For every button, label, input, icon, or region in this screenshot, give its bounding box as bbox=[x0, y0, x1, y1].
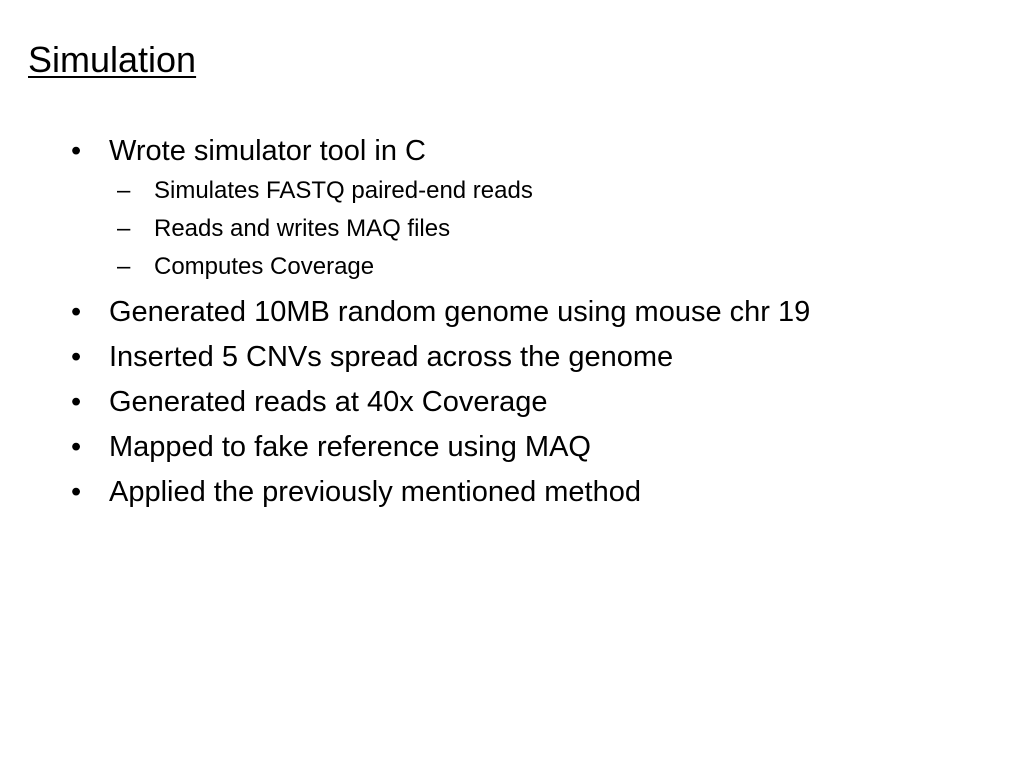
bullet-item-2: • Generated 10MB random genome using mou… bbox=[68, 294, 908, 331]
bullet-text: Wrote simulator tool in C bbox=[109, 135, 426, 167]
bullet-list: • Wrote simulator tool in C – Simulates … bbox=[68, 133, 908, 519]
sub-bullet-item-3: – Computes Coverage bbox=[109, 248, 908, 286]
bullet-item-1: • Wrote simulator tool in C – Simulates … bbox=[68, 133, 908, 286]
bullet-marker: • bbox=[71, 341, 82, 373]
bullet-item-3: • Inserted 5 CNVs spread across the geno… bbox=[68, 339, 908, 376]
bullet-marker: • bbox=[71, 386, 82, 418]
sub-bullet-list: – Simulates FASTQ paired-end reads – Rea… bbox=[109, 172, 908, 286]
bullet-text: Mapped to fake reference using MAQ bbox=[109, 431, 591, 463]
sub-bullet-marker: – bbox=[117, 177, 131, 204]
sub-bullet-item-2: – Reads and writes MAQ files bbox=[109, 210, 908, 248]
bullet-text: Applied the previously mentioned method bbox=[109, 476, 641, 508]
bullet-marker: • bbox=[71, 296, 82, 328]
sub-bullet-item-1: – Simulates FASTQ paired-end reads bbox=[109, 172, 908, 210]
sub-bullet-marker: – bbox=[117, 215, 131, 242]
bullet-marker: • bbox=[71, 135, 82, 167]
bullet-text: Generated 10MB random genome using mouse… bbox=[109, 296, 811, 328]
bullet-text: Generated reads at 40x Coverage bbox=[109, 386, 548, 418]
bullet-marker: • bbox=[71, 476, 82, 508]
bullet-marker: • bbox=[71, 431, 82, 463]
sub-bullet-text: Simulates FASTQ paired-end reads bbox=[154, 177, 533, 204]
bullet-item-6: • Applied the previously mentioned metho… bbox=[68, 474, 908, 511]
bullet-item-4: • Generated reads at 40x Coverage bbox=[68, 384, 908, 421]
sub-bullet-text: Reads and writes MAQ files bbox=[154, 215, 451, 242]
slide-title: Simulation bbox=[28, 39, 197, 80]
bullet-item-5: • Mapped to fake reference using MAQ bbox=[68, 429, 908, 466]
sub-bullet-text: Computes Coverage bbox=[154, 253, 375, 280]
sub-bullet-marker: – bbox=[117, 253, 131, 280]
bullet-text: Inserted 5 CNVs spread across the genome bbox=[109, 341, 674, 373]
